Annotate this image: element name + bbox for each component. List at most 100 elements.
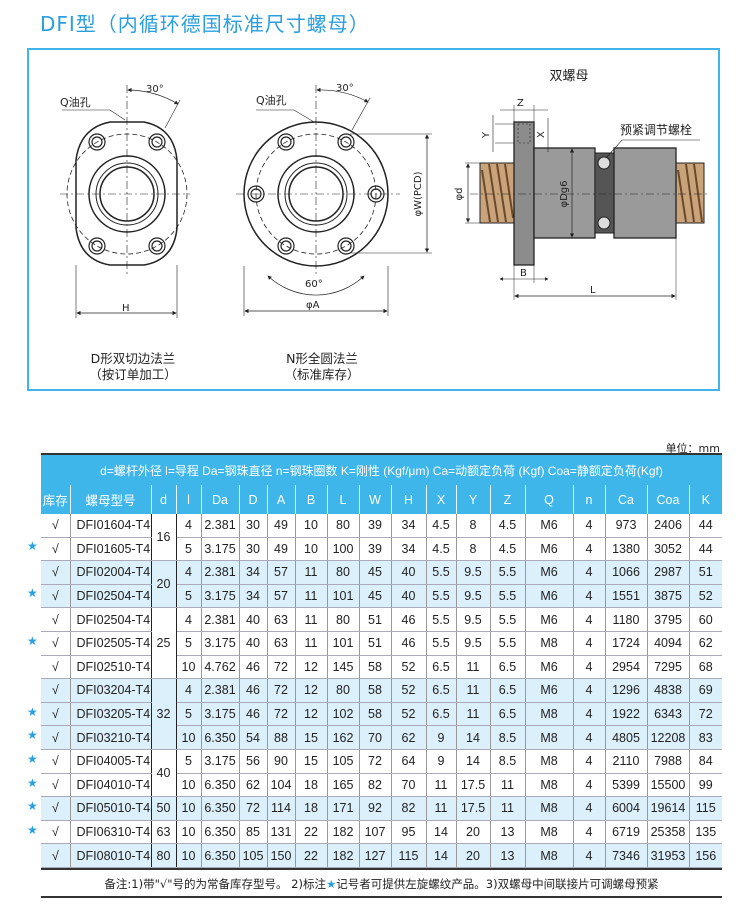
value-cell-d: 40	[238, 607, 267, 632]
value-cell-k: 135	[688, 820, 722, 845]
value-cell-b: 10	[294, 514, 327, 538]
value-cell-n: 4	[572, 749, 605, 774]
value-cell-n: 4	[572, 702, 605, 727]
value-cell-l: 182	[326, 843, 359, 868]
value-cell-w: 39	[358, 514, 391, 538]
column-header: Q	[524, 485, 573, 514]
value-cell-l: 10	[175, 843, 201, 868]
value-cell-w: 39	[358, 537, 391, 562]
n-oil-hole-label: Q油孔	[256, 93, 287, 107]
value-cell-d: 54	[238, 725, 267, 750]
value-cell-x: 6.5	[425, 678, 456, 703]
value-cell-k: 83	[688, 725, 722, 750]
value-cell-a: 57	[266, 584, 295, 609]
value-cell-l: 4	[175, 514, 201, 538]
value-cell-x: 14	[425, 820, 456, 845]
column-header: Ca	[604, 485, 647, 514]
value-cell-q: M6	[524, 514, 573, 538]
value-cell-w: 72	[358, 749, 391, 774]
star-icon: ★	[27, 728, 38, 743]
value-cell-h: 34	[390, 514, 426, 538]
value-cell-h: 82	[390, 796, 426, 821]
value-cell-y: 14	[455, 725, 490, 750]
value-cell-h: 46	[390, 607, 426, 632]
value-cell-coa: 4838	[646, 678, 689, 703]
value-cell-da: 6.350	[200, 796, 239, 821]
value-cell-a: 150	[266, 843, 295, 868]
value-cell-a: 72	[266, 702, 295, 727]
value-cell-z: 5.5	[489, 631, 525, 656]
value-cell-k: 156	[688, 843, 722, 868]
value-cell-w: 58	[358, 655, 391, 680]
value-cell-l: 171	[326, 796, 359, 821]
model-cell: DFI02504-T4	[69, 584, 151, 609]
column-header: n	[572, 485, 605, 514]
model-cell: DFI06310-T4	[69, 820, 151, 845]
value-cell-b: 15	[294, 725, 327, 750]
value-cell-ca: 2110	[604, 749, 647, 774]
value-cell-x: 5.5	[425, 607, 456, 632]
value-cell-y: 11	[455, 655, 490, 680]
value-cell-da: 3.175	[200, 584, 239, 609]
value-cell-da: 2.381	[200, 514, 239, 538]
d-cell: 80	[150, 843, 177, 868]
value-cell-y: 17.5	[455, 796, 490, 821]
value-cell-b: 22	[294, 820, 327, 845]
value-cell-coa: 4094	[646, 631, 689, 656]
value-cell-x: 6.5	[425, 702, 456, 727]
value-cell-ca: 6719	[604, 820, 647, 845]
value-cell-d: 85	[238, 820, 267, 845]
value-cell-d: 30	[238, 537, 267, 562]
value-cell-d: 30	[238, 514, 267, 538]
value-cell-k: 99	[688, 773, 722, 798]
model-cell: DFI03210-T4	[69, 725, 151, 750]
value-cell-w: 45	[358, 584, 391, 609]
value-cell-coa: 3875	[646, 584, 689, 609]
value-cell-w: 70	[358, 725, 391, 750]
value-cell-l: 4	[175, 607, 201, 632]
value-cell-b: 12	[294, 678, 327, 703]
column-header: D	[238, 485, 267, 514]
value-cell-l: 80	[326, 514, 359, 538]
value-cell-a: 49	[266, 514, 295, 538]
d-dim-h: H	[122, 303, 130, 314]
value-cell-k: 68	[688, 655, 722, 680]
value-cell-da: 4.762	[200, 655, 239, 680]
value-cell-n: 4	[572, 796, 605, 821]
n-dim-a: φA	[306, 300, 320, 311]
table-legend: d=螺杆外径 l=导程 Da=钢珠直径 n=钢珠圈数 K=刚性 (Kgf/μm)…	[41, 455, 722, 485]
value-cell-y: 14	[455, 749, 490, 774]
value-cell-h: 70	[390, 773, 426, 798]
d-cell: 63	[150, 820, 177, 845]
value-cell-ca: 1922	[604, 702, 647, 727]
value-cell-ca: 1296	[604, 678, 647, 703]
value-cell-a: 114	[266, 796, 295, 821]
value-cell-h: 115	[390, 843, 426, 868]
value-cell-w: 51	[358, 631, 391, 656]
d-oil-hole-label: Q油孔	[60, 95, 91, 109]
value-cell-b: 10	[294, 537, 327, 562]
value-cell-q: M8	[524, 725, 573, 750]
value-cell-h: 34	[390, 537, 426, 562]
value-cell-d: 46	[238, 655, 267, 680]
value-cell-d: 40	[238, 631, 267, 656]
value-cell-z: 5.5	[489, 607, 525, 632]
value-cell-k: 52	[688, 584, 722, 609]
value-cell-l: 105	[326, 749, 359, 774]
value-cell-w: 58	[358, 678, 391, 703]
value-cell-h: 40	[390, 584, 426, 609]
value-cell-ca: 1066	[604, 560, 647, 585]
n-caption: N形全圆法兰	[286, 351, 358, 366]
column-header: Y	[455, 485, 490, 514]
value-cell-l: 102	[326, 702, 359, 727]
value-cell-coa: 31953	[646, 843, 689, 868]
value-cell-q: M8	[524, 773, 573, 798]
preload-bolt-label: 预紧调节螺栓	[620, 122, 692, 137]
value-cell-coa: 19614	[646, 796, 689, 821]
value-cell-y: 11	[455, 702, 490, 727]
